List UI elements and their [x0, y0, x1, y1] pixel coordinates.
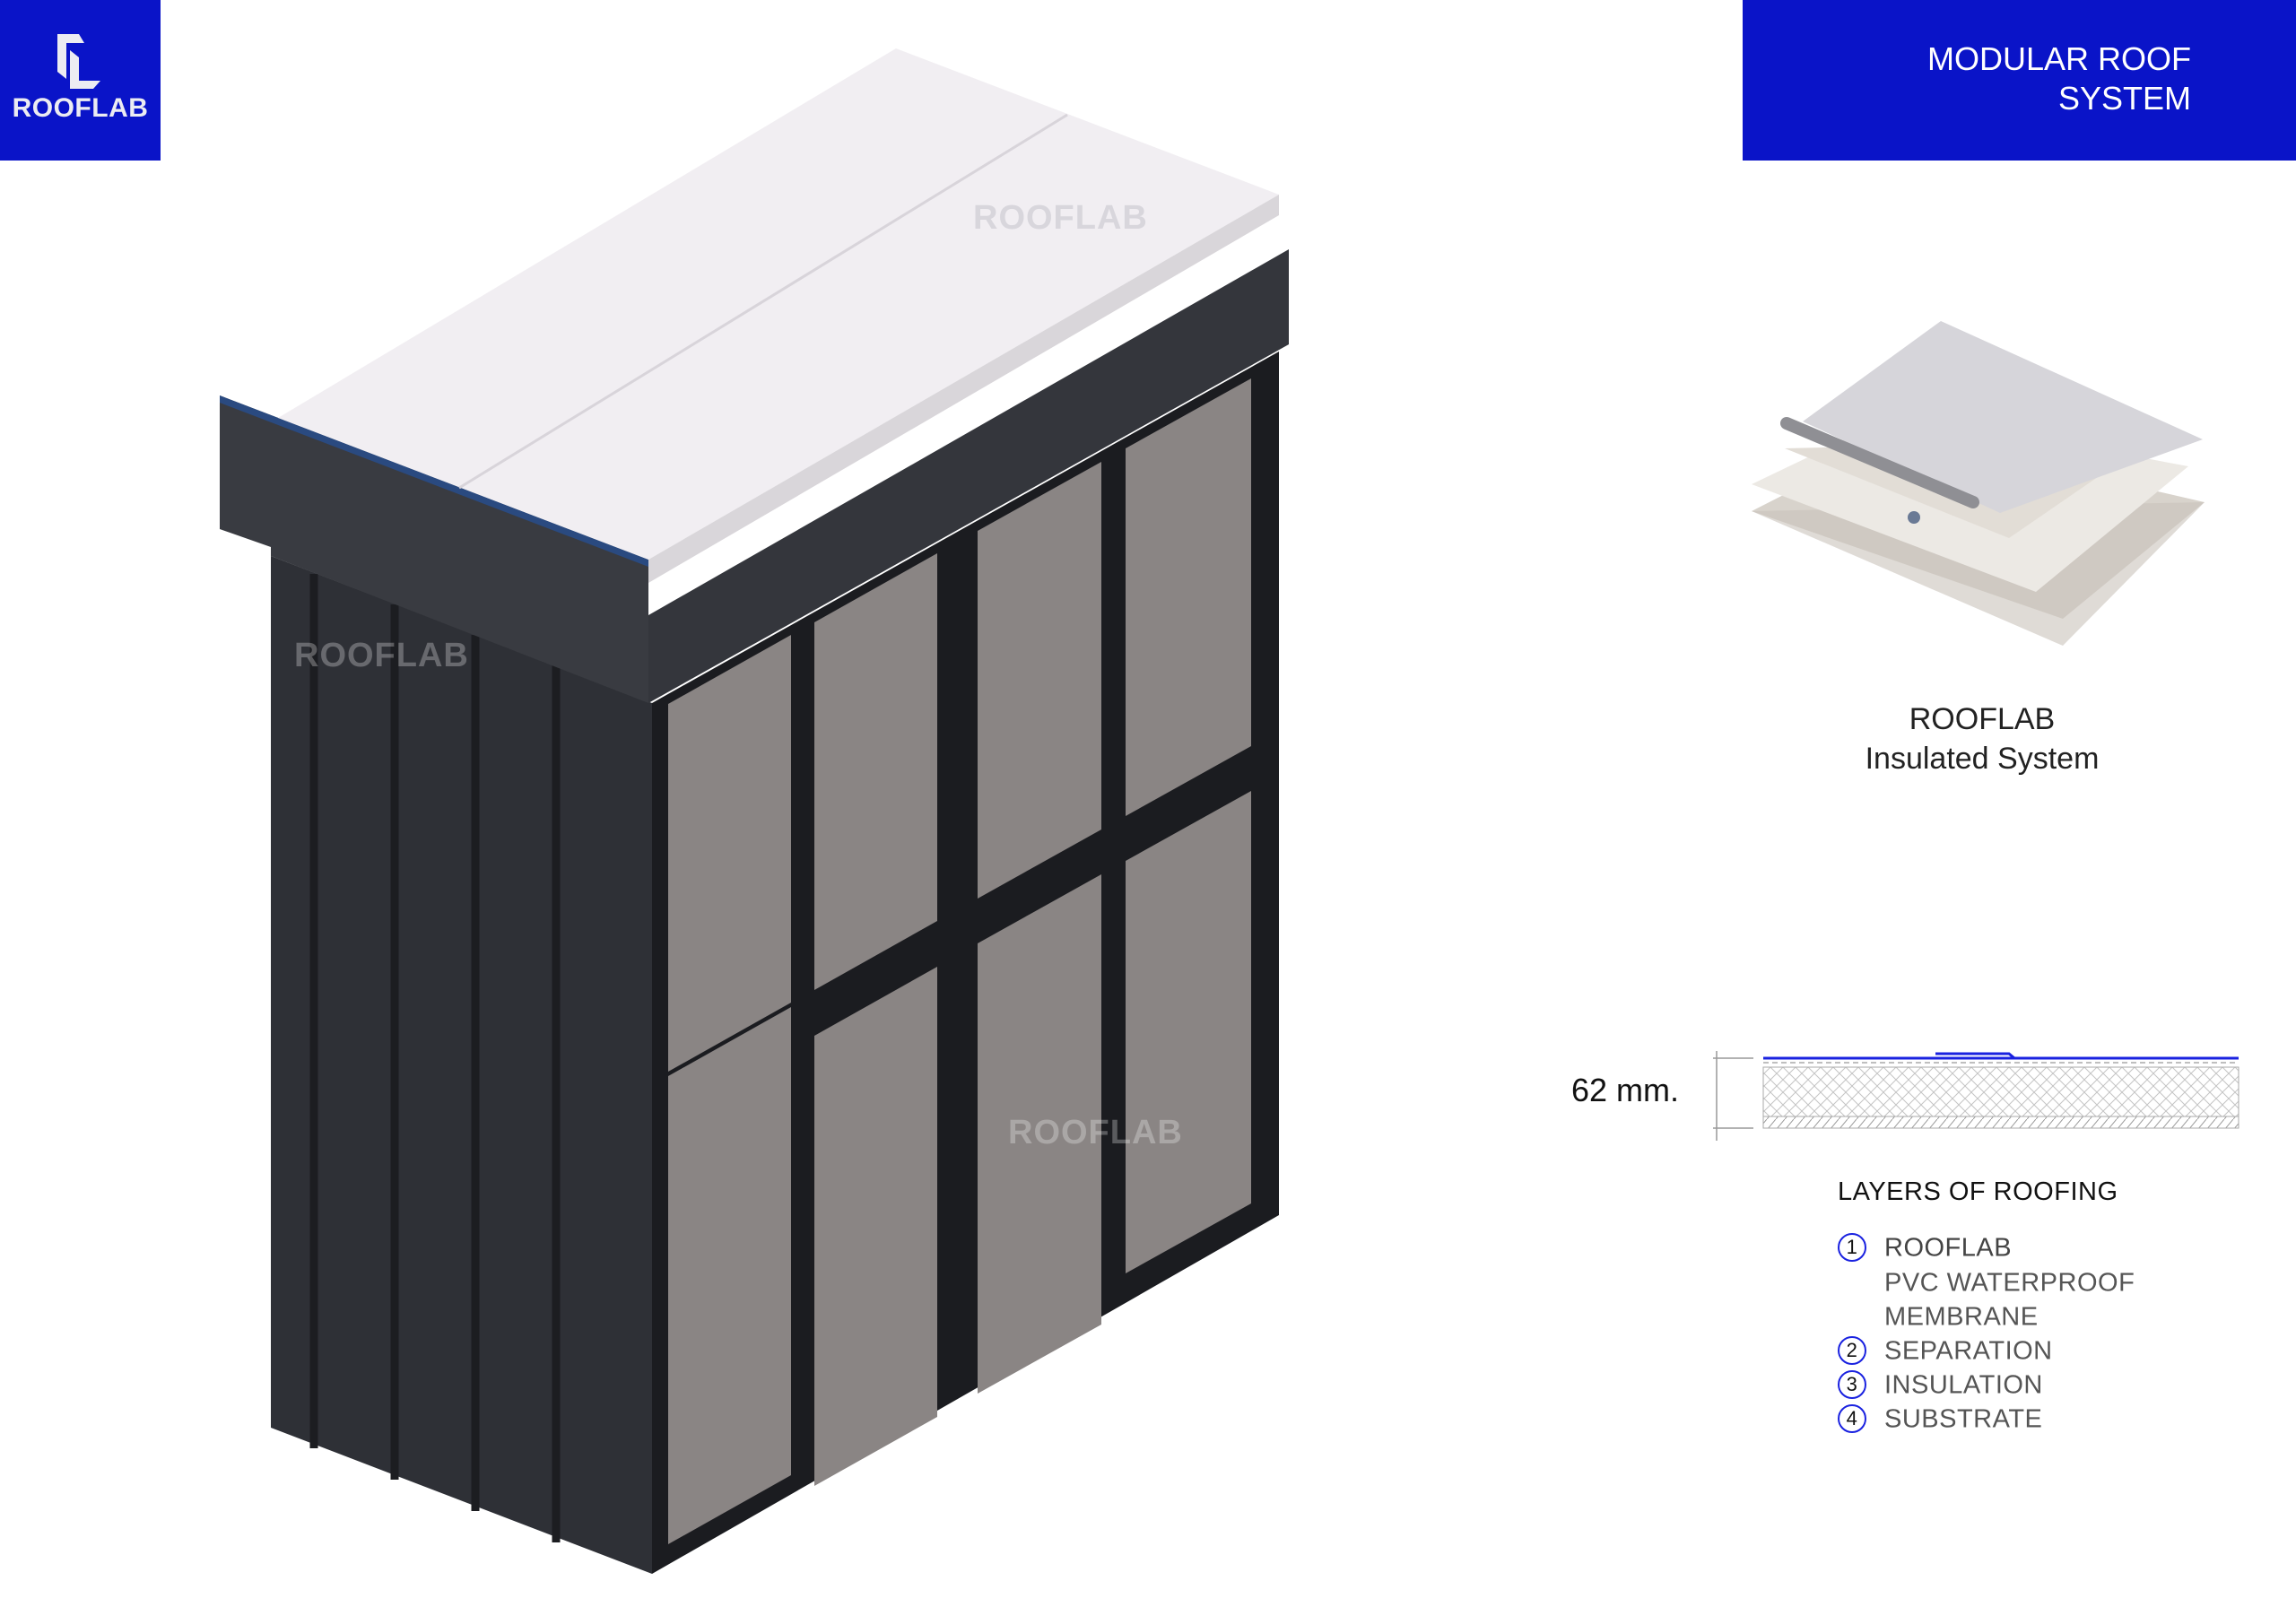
layer-label: SEPARATION	[1884, 1336, 2053, 1366]
wall-ribs	[309, 574, 561, 1542]
layer-label: INSULATION	[1884, 1370, 2043, 1400]
glass-wall	[652, 352, 1279, 1574]
detail-caption: ROOFLAB Insulated System	[1803, 699, 2161, 778]
layer-item-1-sub: PVC WATERPROOF	[1884, 1265, 2135, 1298]
number-3-icon: 3	[1838, 1370, 1866, 1400]
layer-item-4: 4 SUBSTRATE	[1838, 1402, 2042, 1434]
layer-sublabel: MEMBRANE	[1884, 1302, 2039, 1332]
glass-panes	[668, 378, 1251, 1544]
roof	[278, 48, 1279, 560]
title-line-1: MODULAR ROOF	[1926, 40, 2191, 77]
logo-text: ROOFLAB	[12, 93, 149, 123]
caption-line-2: Insulated System	[1865, 742, 2100, 776]
layer-item-1-sub: MEMBRANE	[1884, 1299, 2039, 1332]
number-1-icon: 1	[1838, 1233, 1866, 1263]
caption-line-1: ROOFLAB	[1909, 702, 2056, 736]
rooflab-logo: ROOFLAB	[0, 0, 161, 161]
logo-mark-icon	[57, 34, 100, 89]
left-wall	[271, 556, 652, 1574]
layer-label: ROOFLAB	[1884, 1233, 2013, 1263]
layer-label: SUBSTRATE	[1884, 1404, 2043, 1434]
page-title: MODULAR ROOF SYSTEM	[1832, 39, 2191, 118]
fascia	[648, 249, 1289, 703]
insulated-system-detail	[1752, 321, 2205, 646]
layer-sublabel: PVC WATERPROOF	[1884, 1268, 2135, 1298]
watermark: ROOFLAB	[294, 637, 469, 674]
layer-item-2: 2 SEPARATION	[1838, 1333, 2053, 1366]
layer-item-3: 3 INSULATION	[1838, 1368, 2043, 1400]
thickness-label: 62 mm.	[1571, 1072, 1680, 1108]
layers-heading: LAYERS OF ROOFING	[1838, 1177, 2118, 1206]
title-banner: MODULAR ROOF SYSTEM	[1743, 0, 2296, 161]
number-4-icon: 4	[1838, 1404, 1866, 1434]
layer-item-1: 1 ROOFLAB	[1838, 1230, 2012, 1263]
watermark: ROOFLAB	[1008, 1114, 1183, 1151]
parapet	[220, 395, 648, 703]
title-line-2: SYSTEM	[2057, 80, 2191, 117]
watermark: ROOFLAB	[973, 199, 1148, 237]
number-2-icon: 2	[1838, 1336, 1866, 1366]
roof-cross-section	[1713, 1051, 2239, 1141]
